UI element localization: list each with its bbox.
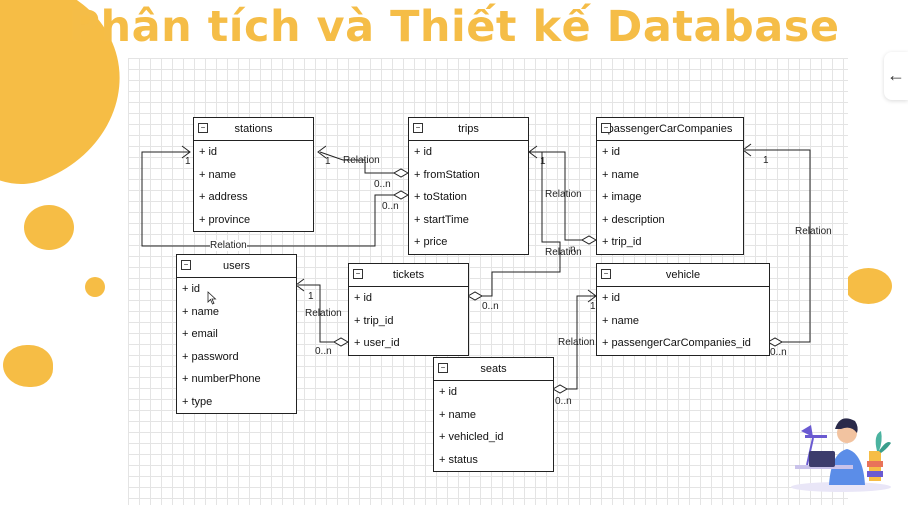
- entity-field: + price: [414, 236, 448, 248]
- aggregation-diamond: [551, 384, 569, 394]
- entity-field: + toStation: [414, 191, 467, 203]
- entity-field: + name: [439, 408, 476, 421]
- entity-title: stations: [234, 123, 273, 135]
- entity-field: + passengerCarCompanies_id: [602, 337, 751, 349]
- entity-trips[interactable]: − trips + id + fromStation + toStation + …: [408, 117, 529, 255]
- entity-stations[interactable]: − stations + id + name + address + provin…: [193, 117, 314, 232]
- entity-title: users: [223, 260, 250, 272]
- decor-blob: [85, 277, 105, 297]
- entity-field: + province: [199, 213, 251, 226]
- minus-icon[interactable]: −: [198, 123, 208, 133]
- multiplicity-one: 1: [325, 156, 331, 167]
- entity-field: + status: [439, 453, 478, 466]
- relation-line: [141, 151, 395, 247]
- entity-field: + email: [182, 328, 218, 340]
- relation-label: Relation: [545, 189, 582, 200]
- entity-title: vehicle: [665, 269, 701, 281]
- entity-field: + type: [182, 395, 213, 408]
- entity-users[interactable]: − users + id + name + email + password + …: [176, 254, 297, 414]
- relation-label: Relation: [210, 240, 247, 251]
- aggregation-diamond: [392, 168, 410, 178]
- developer-illustration: [791, 418, 891, 492]
- relation-line: [745, 149, 811, 343]
- aggregation-diamond: [332, 337, 350, 347]
- minus-icon[interactable]: −: [413, 123, 423, 133]
- multiplicity-one: 1: [185, 156, 191, 167]
- entity-field: + name: [199, 168, 236, 181]
- multiplicity-one: 1: [590, 301, 596, 312]
- multiplicity-zero-n: 0..n: [382, 201, 399, 212]
- page-title: Phân tích và Thiết kế Database: [68, 2, 840, 52]
- entity-title: trips: [458, 123, 479, 135]
- multiplicity-zero-n: 0..n: [315, 346, 332, 357]
- entity-title: passengerCarCompanies: [607, 123, 733, 135]
- relation-line: [319, 151, 395, 174]
- relation-label: Relation: [343, 155, 380, 166]
- aggregation-diamond: [580, 235, 598, 245]
- relation-label: Relation: [558, 337, 595, 348]
- multiplicity-n: n: [570, 244, 576, 255]
- entity-seats[interactable]: − seats + id + name + vehicled_id + statu…: [433, 357, 554, 472]
- entity-field: + id: [354, 292, 373, 304]
- relation-line: [298, 284, 336, 343]
- relation-line: [481, 151, 561, 297]
- entity-field: + id: [199, 146, 218, 158]
- multiplicity-one: 1: [763, 155, 769, 166]
- entity-passenger-car-companies[interactable]: −passengerCarCompanies + id + name + ima…: [596, 117, 744, 255]
- entity-field: + trip_id: [354, 314, 394, 327]
- multiplicity-one: 1: [308, 291, 314, 302]
- multiplicity-zero-n: 0..n: [482, 301, 499, 312]
- entity-field: + id: [414, 146, 433, 158]
- entity-field: + password: [182, 350, 239, 363]
- entity-vehicle[interactable]: − vehicle + id + name + passengerCarCompa…: [596, 263, 770, 356]
- entity-title: tickets: [392, 269, 425, 281]
- entity-field: + trip_id: [602, 236, 642, 248]
- entity-field: + id: [439, 386, 458, 398]
- entity-field: + name: [602, 314, 639, 327]
- entity-field: + address: [199, 191, 248, 203]
- entity-field: + id: [602, 146, 621, 158]
- multiplicity-zero-n: 0..n: [770, 347, 787, 358]
- decor-blob: [3, 345, 53, 387]
- entity-field: + image: [602, 191, 642, 203]
- back-arrow-icon[interactable]: ←: [884, 52, 908, 100]
- entity-field: + name: [182, 305, 219, 318]
- minus-icon[interactable]: −: [601, 269, 611, 279]
- mouse-cursor-icon: [207, 291, 217, 305]
- entity-field: + startTime: [414, 213, 469, 226]
- relation-line: [530, 151, 584, 241]
- relation-label: Relation: [545, 247, 582, 258]
- decor-blob: [24, 205, 74, 250]
- entity-field: + fromStation: [414, 168, 480, 181]
- relation-line: [566, 295, 596, 390]
- multiplicity-zero-n: 0..n: [374, 179, 391, 190]
- multiplicity-one: 1: [540, 156, 546, 167]
- aggregation-diamond: [392, 190, 410, 200]
- minus-icon[interactable]: −: [601, 123, 611, 133]
- minus-icon[interactable]: −: [181, 260, 191, 270]
- multiplicity-zero-n: 0..n: [555, 396, 572, 407]
- decor-blob: [845, 268, 892, 304]
- entity-title: seats: [480, 363, 507, 375]
- entity-field: + user_id: [354, 337, 400, 349]
- entity-field: + id: [182, 283, 201, 295]
- aggregation-diamond: [766, 337, 784, 347]
- entity-field: + id: [602, 292, 621, 304]
- relation-label: Relation: [305, 308, 342, 319]
- aggregation-diamond: [466, 291, 484, 301]
- entity-field: + vehicled_id: [439, 431, 504, 443]
- minus-icon[interactable]: −: [438, 363, 448, 373]
- entity-field: + description: [602, 213, 665, 226]
- relation-label: Relation: [795, 226, 832, 237]
- entity-field: + name: [602, 168, 639, 181]
- entity-field: + numberPhone: [182, 373, 261, 385]
- minus-icon[interactable]: −: [353, 269, 363, 279]
- entity-tickets[interactable]: − tickets + id + trip_id + user_id: [348, 263, 469, 356]
